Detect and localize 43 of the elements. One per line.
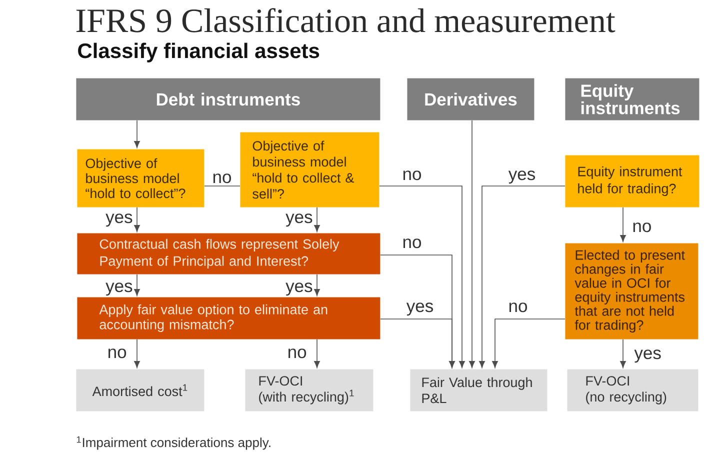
question-box: Objective of business model “hold to collect”?: [77, 149, 204, 208]
question-box: Equity instrument held for trading?: [565, 155, 700, 208]
arrow: [492, 318, 566, 368]
outcome-box: Fair Value through P&L: [410, 369, 548, 412]
arrow: [314, 207, 320, 232]
edge-label: no: [509, 302, 527, 312]
outcome-box: FV-OCI (with recycling)$^{1}$: [245, 369, 374, 412]
title: IFRS 9 Classification and measurement: [76, 8, 616, 32]
question-box: Objective of business model “hold to collect & sell”?: [240, 132, 380, 208]
edge-label: yes: [406, 302, 433, 316]
question-box: Apply fair value option to eliminate an accounting mismatch?: [77, 297, 380, 340]
edge-label: yes: [106, 214, 132, 227]
outcome-box: Amortised cost$^{1}$: [76, 369, 204, 412]
question-box: Contractual cash flows represent Solely Payment of Principal and Interest?: [77, 233, 380, 274]
arrow: [134, 339, 140, 368]
edge-label: yes: [106, 282, 132, 296]
arrow: [314, 274, 320, 296]
arrow: [620, 207, 626, 242]
arrow: [620, 339, 626, 368]
edge-label: no: [633, 222, 651, 232]
arrow: [379, 186, 465, 368]
arrow: [134, 207, 140, 232]
arrow: [380, 318, 455, 368]
edge-label: no: [213, 174, 231, 184]
arrow: [134, 274, 140, 296]
arrow: [469, 120, 475, 368]
edge-label: yes: [286, 214, 312, 227]
edge-label: no: [288, 348, 306, 358]
arrow: [479, 186, 566, 368]
arrow: [314, 339, 320, 368]
footnote: $^{1}$Impairment considerations apply.: [76, 436, 270, 450]
outcome-box: FV-OCI (no recycling): [567, 369, 698, 412]
edge-label: yes: [286, 282, 312, 296]
question-box: Elected to present changes in fair value in OCI for equity instruments that are not held for trading?: [565, 243, 698, 340]
category-header: Debt instruments: [76, 78, 380, 120]
edge-label: no: [403, 238, 421, 248]
edge-label: no: [403, 170, 421, 180]
category-header: Equity instruments: [565, 78, 700, 120]
edge-label: yes: [508, 170, 535, 184]
edge-label: yes: [634, 350, 661, 363]
arrow: [134, 120, 140, 148]
category-header: Derivatives: [407, 78, 534, 120]
edge-label: no: [108, 348, 126, 358]
